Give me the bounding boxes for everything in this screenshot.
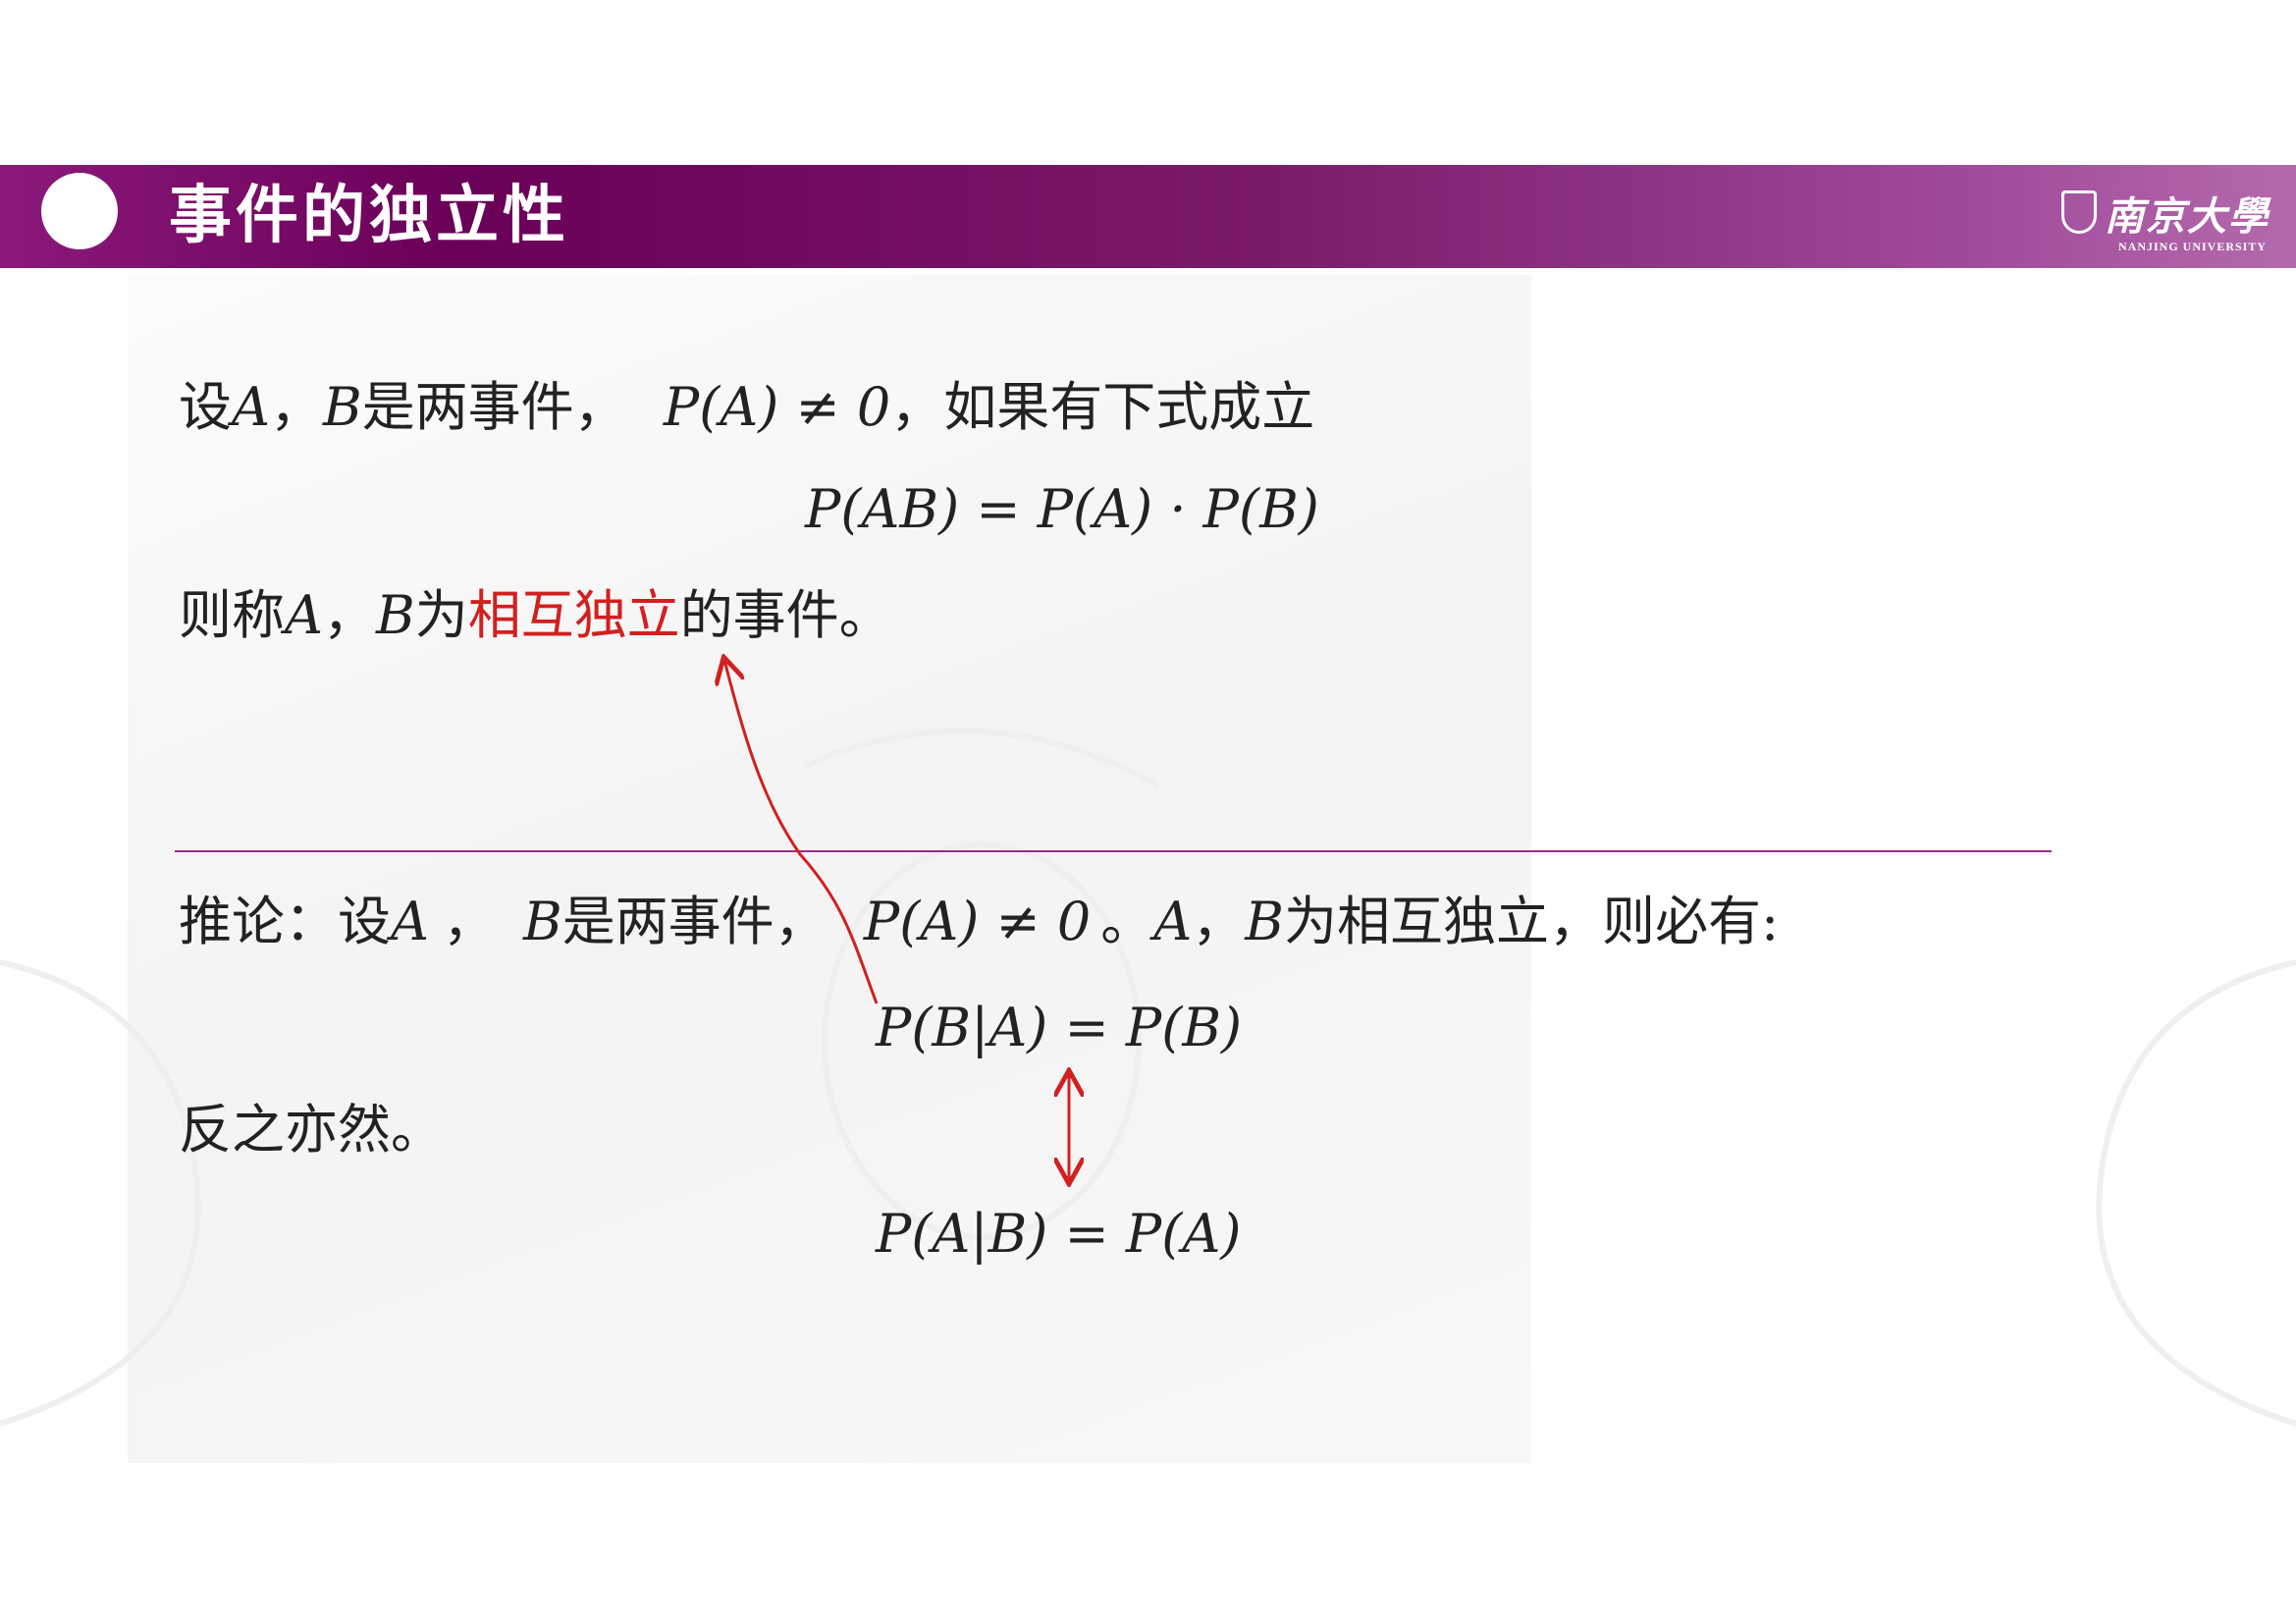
text-prefix: 设	[179, 376, 232, 438]
period: 。	[1100, 891, 1154, 952]
condition-formula: P(A) ≠ 0	[663, 376, 891, 438]
conditional-formula-a-given-b: P(A|B) = P(A)	[876, 1203, 1242, 1265]
text-suffix: 为相互独立，则必有:	[1283, 891, 1780, 952]
separator: ，	[443, 891, 496, 952]
comma: ，	[1192, 891, 1246, 952]
header-bullet-icon	[41, 173, 118, 249]
var-b: B	[376, 584, 415, 646]
text-prefix: 则称	[179, 584, 285, 646]
definition-line-1: 设A，B是两事件， P(A) ≠ 0，如果有下式成立	[179, 373, 1314, 442]
var-a: A	[285, 584, 323, 646]
comma: ，	[323, 584, 376, 646]
comma: ，	[270, 376, 323, 438]
independence-formula: P(AB) = P(A) · P(B)	[805, 478, 1319, 540]
var-b: B	[523, 891, 562, 952]
definition-line-3: 则称A，B为相互独立的事件。	[179, 581, 892, 650]
text-body: 是两事件，	[561, 891, 828, 952]
logo-name: 南京大學	[2105, 193, 2269, 240]
section-divider	[175, 850, 2052, 852]
condition-formula: P(A) ≠ 0	[863, 891, 1092, 952]
text-suffix: ，如果有下式成立	[890, 376, 1315, 438]
var-a: A	[1153, 891, 1193, 952]
page-title: 事件的独立性	[169, 180, 569, 252]
text-body: 是两事件，	[361, 376, 627, 438]
var-b: B	[1245, 891, 1284, 952]
var-a: A	[232, 376, 270, 438]
text-prefix: 推论：设	[179, 891, 391, 952]
logo-subtitle: NANJING UNIVERSITY	[2118, 240, 2268, 253]
shield-icon	[2061, 190, 2097, 234]
conditional-formula-b-given-a: P(B|A) = P(B)	[876, 997, 1243, 1058]
highlight-term: 相互独立	[467, 584, 680, 646]
var-b: B	[323, 376, 362, 438]
university-logo: 南京大學 NANJING UNIVERSITY	[2061, 185, 2268, 257]
var-a: A	[391, 891, 429, 952]
corollary-line-1: 推论：设A，B是两事件， P(A) ≠ 0。A，B为相互独立，则必有:	[179, 888, 1779, 956]
text-body: 为	[414, 584, 468, 646]
header-bar	[0, 165, 2296, 268]
text-suffix: 的事件。	[679, 584, 892, 646]
converse-text: 反之亦然。	[179, 1099, 444, 1161]
